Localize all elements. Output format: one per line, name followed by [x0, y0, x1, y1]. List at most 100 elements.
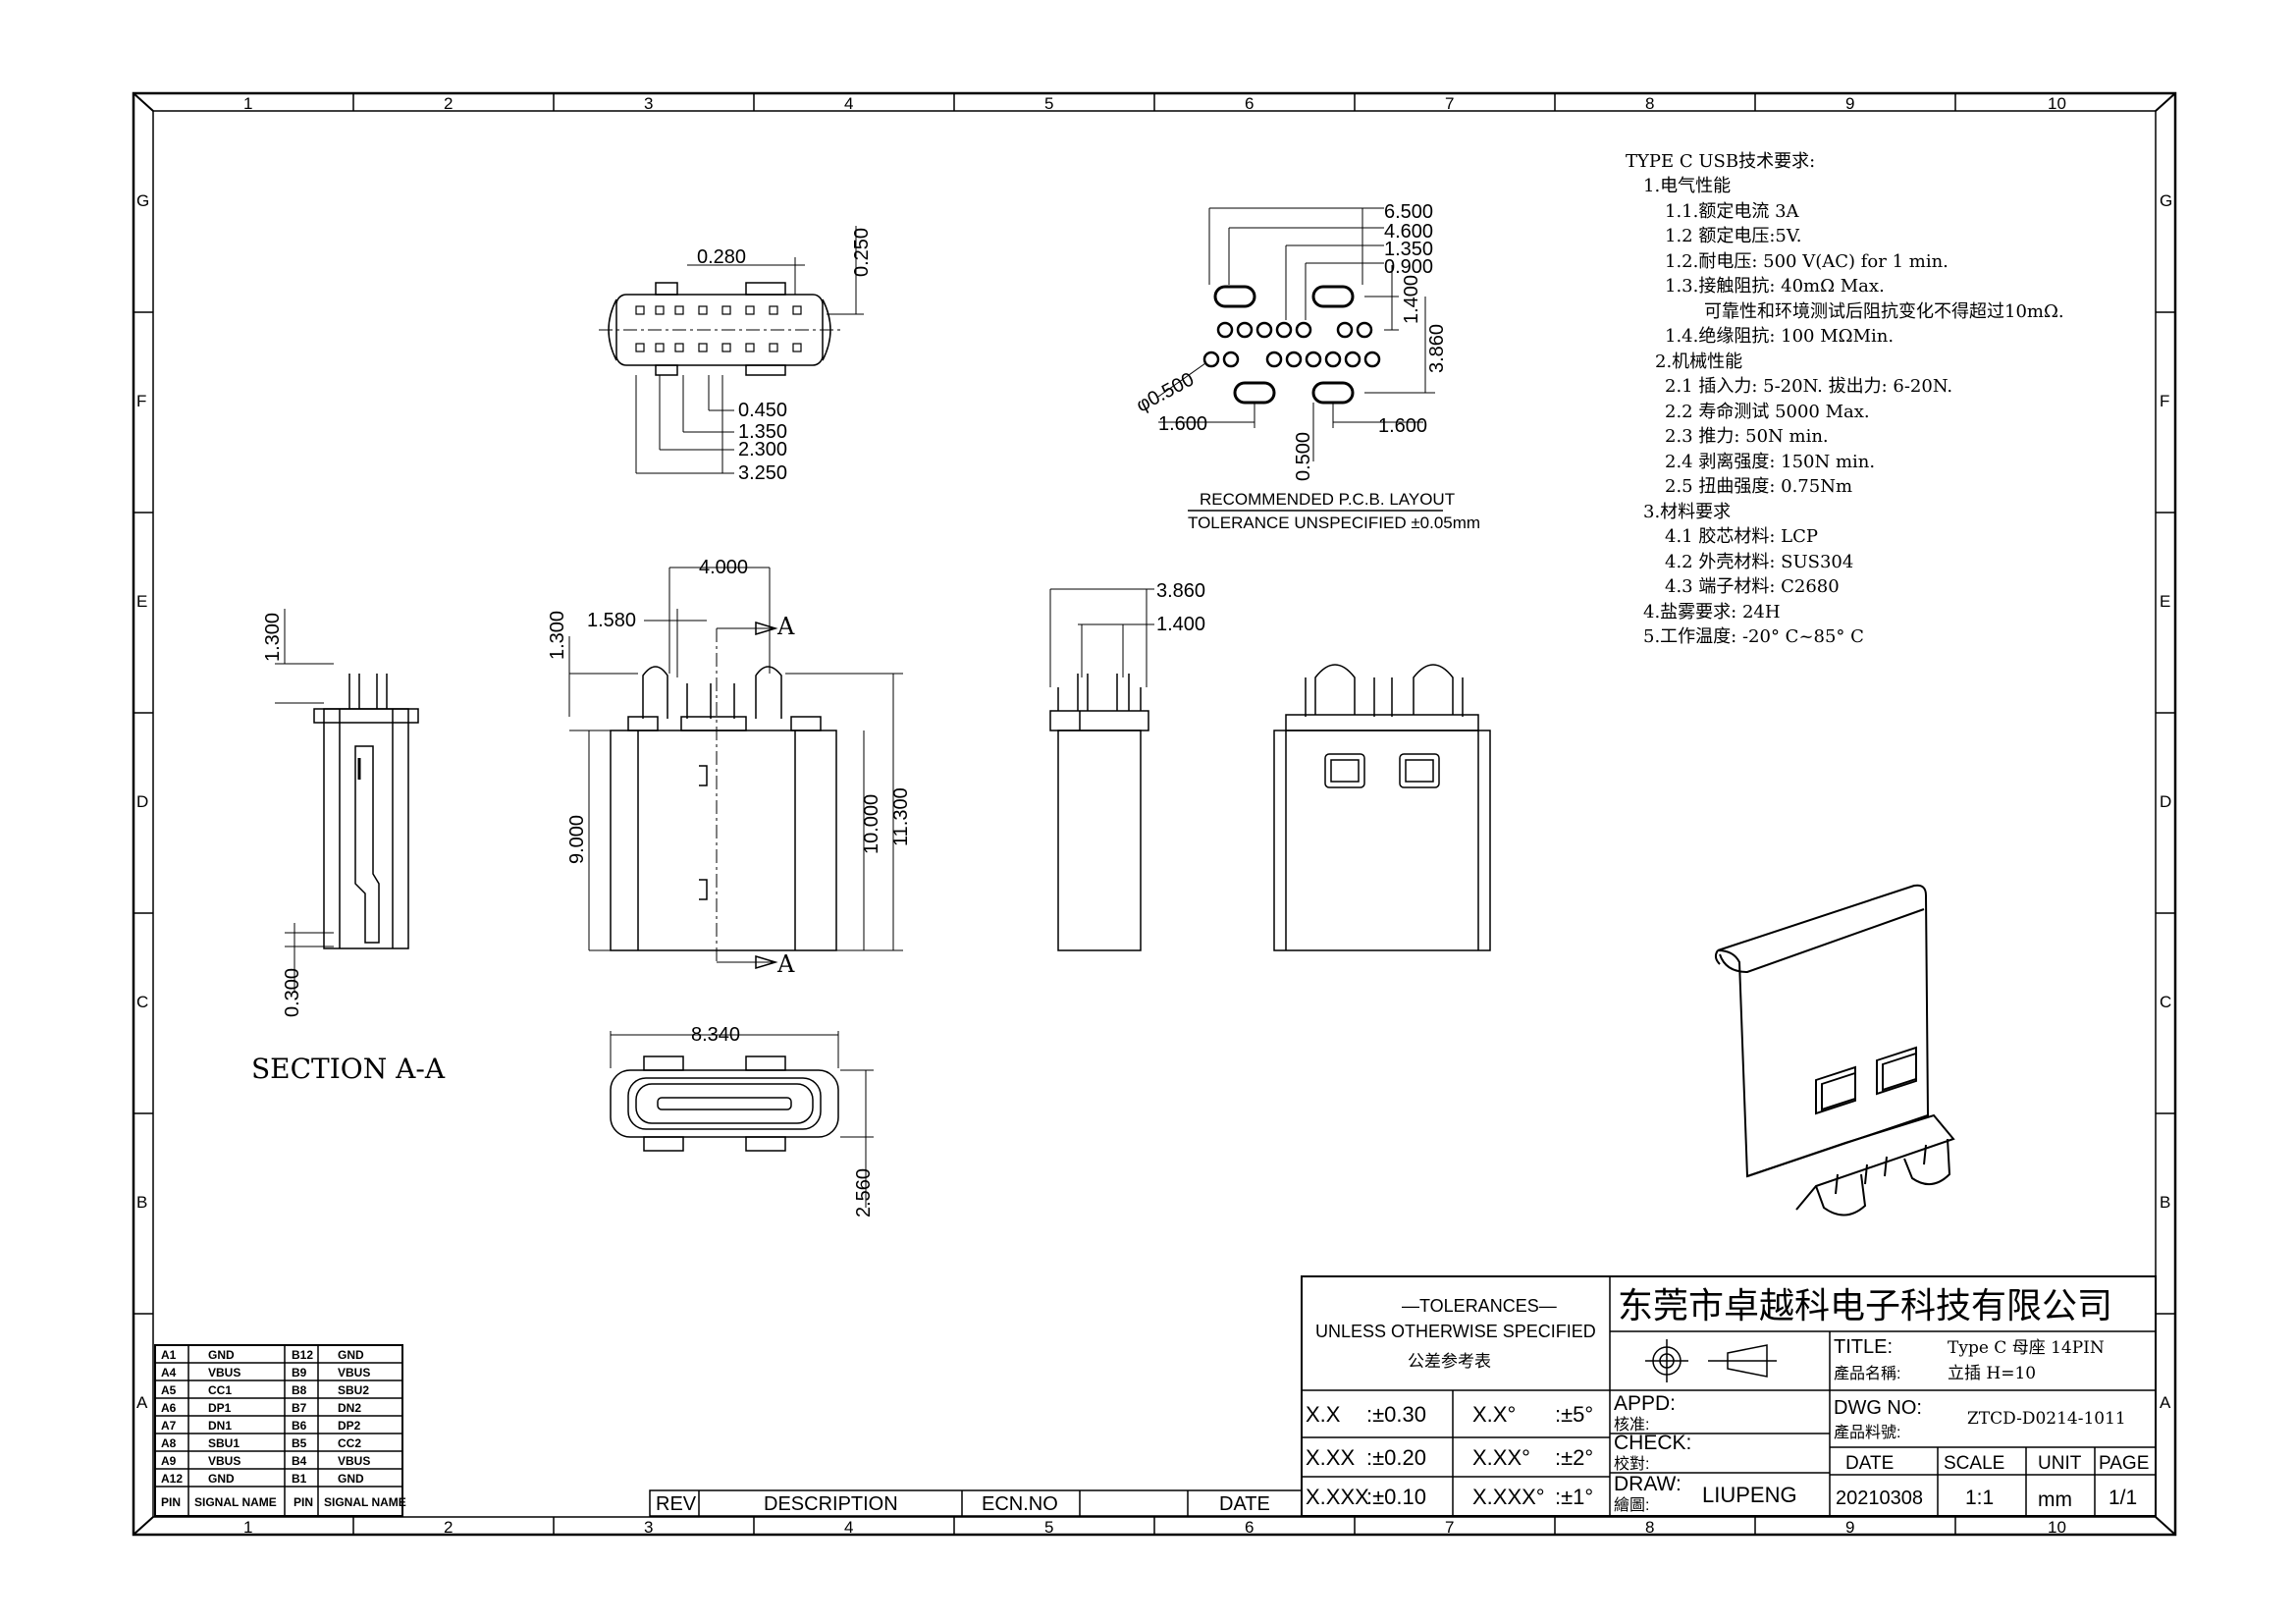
check-label: CHECK: [1614, 1432, 1691, 1454]
title-block: —TOLERANCES— UNLESS OTHERWISE SPECIFIED … [1301, 1275, 2157, 1517]
note-line: 2.4 剥离强度: 150N min. [1665, 452, 1875, 472]
row-label: C [136, 993, 148, 1011]
pin-signal: DP1 [208, 1401, 232, 1415]
date-header: DATE [1845, 1453, 1894, 1474]
col-label: 9 [1845, 1518, 1854, 1537]
dim-section: 1.300 [262, 613, 284, 662]
col-label: 8 [1645, 94, 1654, 113]
dim-section: 0.300 [282, 968, 303, 1017]
dim-pcb: 4.600 [1384, 221, 1433, 243]
dim-pcb: 0.900 [1384, 256, 1433, 278]
pin-id: B7 [292, 1401, 307, 1415]
projection-symbol-icon [1645, 1339, 1777, 1382]
technical-notes: TYPE C USB技术要求: 1.电气性能 1.1.额定电流 3A 1.2 额… [1626, 151, 2064, 647]
tol-angular-value: :±5° [1555, 1402, 1593, 1427]
pin-id: A4 [161, 1366, 177, 1380]
pin-signal: GND [208, 1348, 235, 1362]
dim-top: 0.250 [851, 228, 873, 277]
row-label: B [2160, 1193, 2170, 1212]
dim-pcb: 3.860 [1426, 324, 1448, 373]
dim-front: 4.000 [699, 557, 748, 578]
drawing-frame [132, 91, 2177, 1537]
col-label: 1 [243, 94, 252, 113]
pin-signal: SBU2 [338, 1383, 369, 1397]
dim-pcb: 1.400 [1401, 275, 1422, 324]
col-label: 2 [444, 94, 453, 113]
pin-header: SIGNAL NAME [324, 1495, 406, 1509]
pin-id: A1 [161, 1348, 177, 1362]
pin-id: B5 [292, 1436, 307, 1450]
tol-linear-value: :±0.20 [1366, 1445, 1426, 1470]
title-value: 立插 H=10 [1948, 1364, 2036, 1383]
rear-view [1273, 664, 1491, 951]
draw-label: DRAW: [1614, 1473, 1682, 1495]
tol-linear: X.XXX [1306, 1485, 1369, 1509]
pin-signal: CC2 [338, 1436, 361, 1450]
title-value: Type C 母座 14PIN [1948, 1338, 2105, 1358]
pin-id: A12 [161, 1472, 183, 1486]
notes-title: TYPE C USB技术要求: [1626, 151, 1815, 172]
appd-label: APPD: [1614, 1392, 1676, 1415]
row-label: E [136, 592, 147, 611]
pin-id: B8 [292, 1383, 307, 1397]
pin-id: B4 [292, 1454, 307, 1468]
pin-signal: GND [338, 1472, 364, 1486]
note-line: 2.机械性能 [1655, 352, 1742, 372]
note-line: 可靠性和环境测试后阻抗变化不得超过10mΩ. [1704, 301, 2064, 322]
note-line: 2.5 扭曲强度: 0.75Nm [1665, 476, 1852, 497]
pin-id: A9 [161, 1454, 177, 1468]
row-label: F [136, 392, 146, 410]
col-label: 4 [844, 1518, 853, 1537]
pin-signal: VBUS [338, 1366, 370, 1380]
pin-id: B9 [292, 1366, 307, 1380]
note-line: 4.3 端子材料: C2680 [1665, 576, 1840, 597]
dwg-number: ZTCD-D0214-1011 [1967, 1409, 2126, 1429]
row-label: G [2160, 191, 2172, 210]
dim-front: 9.000 [566, 815, 588, 864]
dim-top: 0.450 [738, 400, 787, 421]
dim-front: 1.580 [587, 610, 636, 631]
dwg-label-cn: 產品料號: [1834, 1424, 1900, 1441]
company-name: 东莞市卓越科电子科技有限公司 [1618, 1286, 2112, 1326]
tol-angular-value: :±1° [1555, 1485, 1593, 1509]
dim-pcb: 1.600 [1158, 413, 1207, 435]
pin-id: B1 [292, 1472, 307, 1486]
col-label: 4 [844, 94, 853, 113]
draw-value: LIUPENG [1702, 1483, 1797, 1507]
top-view: 0.280 0.250 0.450 1.350 2.300 3.250 [599, 226, 873, 484]
row-label: E [2160, 592, 2170, 611]
unit-header: UNIT [2038, 1453, 2082, 1474]
pin-signal: GND [338, 1348, 364, 1362]
scale-value: 1:1 [1965, 1487, 1994, 1509]
tolerances-sub: UNLESS OTHERWISE SPECIFIED [1315, 1322, 1596, 1341]
pin-id: A5 [161, 1383, 177, 1397]
pcb-caption: TOLERANCE UNSPECIFIED ±0.05mm [1188, 514, 1480, 532]
pin-signal: GND [208, 1472, 235, 1486]
scale-header: SCALE [1944, 1453, 2004, 1474]
pin-signal: CC1 [208, 1383, 232, 1397]
pin-id: A7 [161, 1419, 177, 1433]
tolerances-title: —TOLERANCES— [1402, 1296, 1557, 1316]
note-line: 4.盐雾要求: 24H [1643, 602, 1781, 622]
dim-front: 1.300 [547, 611, 568, 660]
col-label: 1 [243, 1518, 252, 1537]
row-label: A [136, 1393, 148, 1412]
unit-value: mm [2038, 1488, 2072, 1511]
col-label: 7 [1445, 1518, 1454, 1537]
section-marker: A [776, 950, 795, 978]
side-view: 3.860 1.400 [1049, 580, 1205, 951]
pin-signal: VBUS [208, 1366, 240, 1380]
pin-header: PIN [161, 1495, 181, 1509]
tol-angular-value: :±2° [1555, 1445, 1593, 1470]
page-value: 1/1 [2109, 1487, 2137, 1509]
section-marker: A [776, 613, 795, 640]
col-label: 9 [1845, 94, 1854, 113]
note-line: 4.1 胶芯材料: LCP [1665, 526, 1818, 547]
rev-date-header: DATE [1219, 1493, 1270, 1515]
section-view: 1.300 0.300 SECTION A-A [251, 609, 446, 1085]
front-view: A A 4.000 1.580 1.300 9.000 10.000 11.30… [547, 557, 912, 978]
tol-angular: X.X° [1472, 1402, 1516, 1427]
pcb-layout-view: 6.500 4.600 1.350 0.900 1.400 3.860 φ0.5… [1133, 201, 1480, 532]
